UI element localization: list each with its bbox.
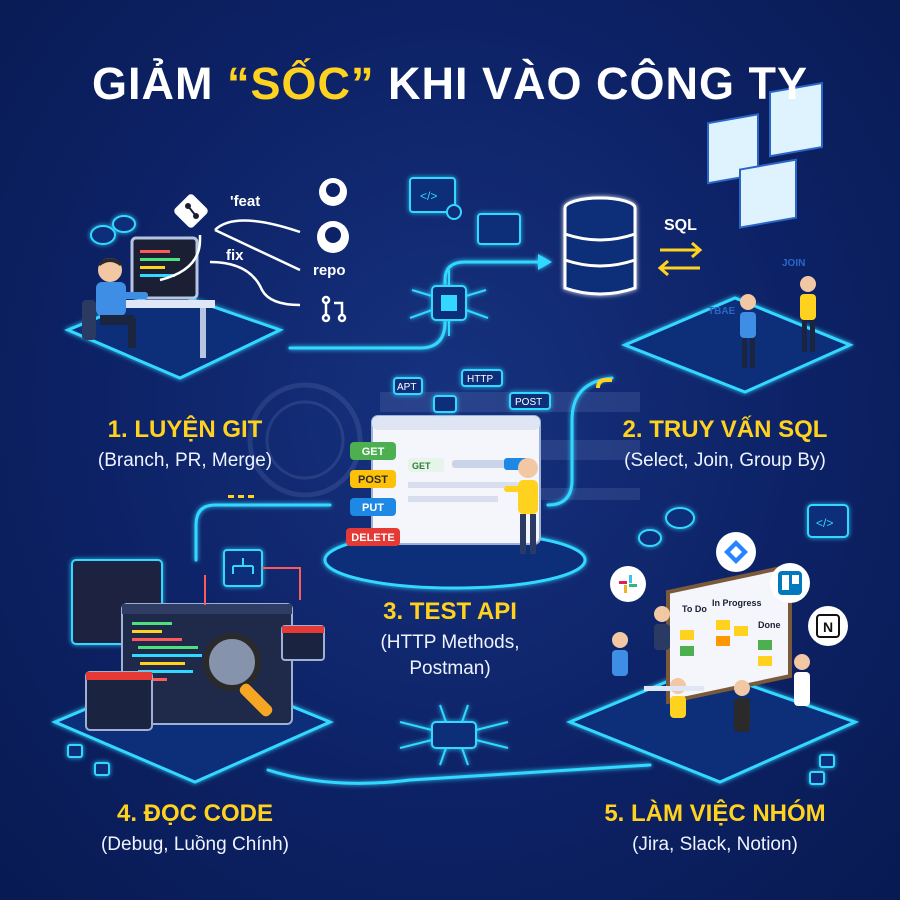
screen-get-label: GET xyxy=(412,461,431,471)
chat-bubble-icon xyxy=(638,504,849,547)
code-scene xyxy=(71,549,325,731)
analyst-person-icon xyxy=(740,276,816,368)
step-5-subtitle: (Jira, Slack, Notion) xyxy=(632,834,798,855)
git-scene: 'feat fix repo xyxy=(82,178,349,358)
notion-n-glyph: N xyxy=(823,619,833,635)
step-1-title: 1. LUYỆN GIT xyxy=(107,416,263,443)
desk-leg xyxy=(200,308,206,358)
pull-request-icon xyxy=(321,295,347,323)
small-cube-icons xyxy=(67,744,835,785)
put-method-button xyxy=(350,498,396,516)
kanban-col-inprogress: In Progress xyxy=(712,598,762,608)
desk xyxy=(120,300,215,308)
slack-logo-icon xyxy=(610,566,646,602)
code-window-icon-2: </> xyxy=(816,516,833,530)
api-scene: GET GET POST PUT DELETE APT HTTP POST xyxy=(346,369,551,554)
step-3-subtitle-line2: Postman) xyxy=(409,657,491,679)
dashed-link xyxy=(228,495,254,498)
table-join-label: JOIN xyxy=(782,258,805,269)
step-1-label: 1. LUYỆN GIT (Branch, PR, Merge) xyxy=(55,416,315,473)
step-1-subtitle: (Branch, PR, Merge) xyxy=(97,450,273,471)
step-4-label: 4. ĐỌC CODE (Debug, Luồng Chính) xyxy=(60,800,330,857)
step-3-subtitle-line1: (HTTP Methods, xyxy=(380,632,520,653)
title-part2: KHI VÀO CÔNG TY xyxy=(374,58,809,109)
connector-path xyxy=(194,260,652,785)
chat-bubble-icon xyxy=(90,215,136,245)
step-4-subtitle: (Debug, Luồng Chính) xyxy=(100,834,289,855)
sticky-notes xyxy=(680,620,772,666)
tester-person-icon xyxy=(504,458,538,554)
title-part1: GIẢM xyxy=(91,58,227,109)
step-5-title: 5. LÀM VIỆC NHÓM xyxy=(604,800,826,827)
branch-feat-label: 'feat xyxy=(230,193,260,210)
database-icon xyxy=(563,196,637,296)
step-2-subtitle: (Select, Join, Group By) xyxy=(624,450,826,471)
office-chair xyxy=(82,300,96,340)
page-title: GIẢM “SỐC” KHI VÀO CÔNG TY xyxy=(0,58,900,110)
branch-arrows xyxy=(159,219,301,307)
swap-arrows-icon xyxy=(657,241,703,277)
post-method-label: POST xyxy=(358,474,388,486)
magnifying-glass-icon xyxy=(203,633,273,717)
sql-label: SQL xyxy=(664,217,697,234)
get-method-button xyxy=(350,442,396,460)
sql-scene: SQL TBAE JOIN xyxy=(563,81,823,368)
sql-accent-mark xyxy=(596,378,612,389)
git-branch-icon xyxy=(174,194,208,228)
repo-label: repo xyxy=(313,262,346,279)
table-tbae-label: TBAE xyxy=(708,306,736,317)
get-method-label: GET xyxy=(362,446,385,458)
step-3-title: 3. TEST API xyxy=(383,598,517,625)
delete-method-button xyxy=(346,528,400,546)
delete-method-label: DELETE xyxy=(351,532,394,544)
post-method-button xyxy=(350,470,396,488)
kanban-col-done: Done xyxy=(758,620,781,630)
check-badge-icon xyxy=(446,204,462,220)
code-bracket-icon: </> xyxy=(420,189,437,203)
flowchart-icon xyxy=(223,549,263,587)
debug-lines xyxy=(204,567,301,605)
postman-window xyxy=(371,415,541,545)
team-desk xyxy=(644,686,704,691)
kanban-col-todo: To Do xyxy=(682,604,707,614)
step-4-title: 4. ĐỌC CODE xyxy=(116,800,274,827)
circuit-chip-icon xyxy=(399,704,509,766)
code-window-icon xyxy=(409,177,521,245)
step-3-label: 3. TEST API (HTTP Methods, Postman) xyxy=(340,598,560,681)
team-scene: To Do In Progress Done N xyxy=(610,504,849,732)
step-2-label: 2. TRUY VẤN SQL (Select, Join, Group By) xyxy=(590,416,860,473)
developer-person-icon xyxy=(82,258,148,348)
processor-chip-icon xyxy=(409,270,489,336)
branch-fix-label: fix xyxy=(226,247,244,264)
arrow-head xyxy=(538,254,552,270)
step-5-label: 5. LÀM VIỆC NHÓM (Jira, Slack, Notion) xyxy=(570,800,860,857)
data-table-icon xyxy=(707,81,823,229)
step-2-title: 2. TRUY VẤN SQL xyxy=(622,416,828,443)
post-bubble-label: POST xyxy=(515,397,542,408)
github-icon xyxy=(317,178,349,253)
api-bubbles xyxy=(393,369,551,413)
apt-bubble-label: APT xyxy=(397,382,416,393)
title-highlight: “SỐC” xyxy=(226,58,375,109)
http-bubble-label: HTTP xyxy=(467,374,493,385)
put-method-label: PUT xyxy=(362,502,384,514)
